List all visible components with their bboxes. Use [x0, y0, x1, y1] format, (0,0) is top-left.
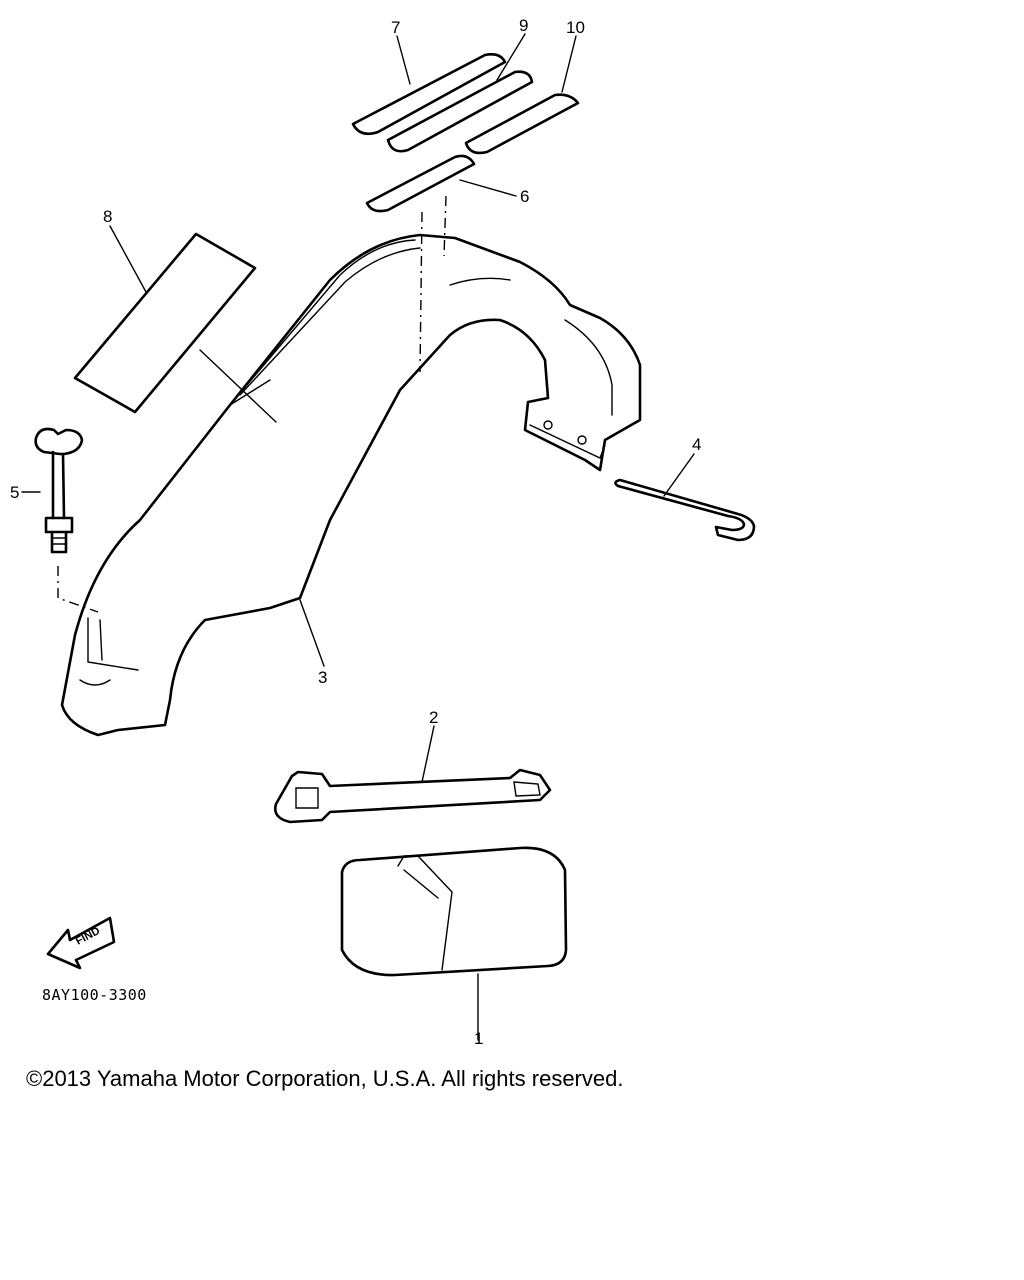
wing-bolt-part-5[interactable]	[34, 427, 84, 554]
callout-7: 7	[391, 18, 400, 37]
decal-part-9[interactable]	[386, 70, 534, 153]
find-badge-text: FIND	[74, 925, 102, 948]
strap-part-2[interactable]	[274, 768, 552, 824]
decal-part-6[interactable]	[365, 154, 476, 213]
callout-6: 6	[520, 187, 529, 206]
callout-5: 5	[10, 483, 19, 502]
callout-4: 4	[692, 435, 701, 454]
drawing-code: 8AY100-3300	[42, 986, 147, 1004]
decal-part-7[interactable]	[351, 53, 507, 136]
callout-9: 9	[519, 16, 528, 35]
find-arrow-icon: FIND	[46, 916, 116, 970]
rod-part-4[interactable]	[614, 478, 756, 542]
decal-part-10[interactable]	[464, 93, 580, 155]
callout-8: 8	[103, 207, 112, 226]
box-part-1[interactable]	[340, 846, 568, 977]
decal-part-8[interactable]	[73, 232, 257, 414]
callout-10: 10	[566, 18, 585, 37]
rear-fender-part-3[interactable]	[60, 233, 642, 737]
copyright-notice: ©2013 Yamaha Motor Corporation, U.S.A. A…	[26, 1066, 624, 1091]
callout-2: 2	[429, 708, 438, 727]
callout-1: 1	[474, 1029, 483, 1048]
callout-3: 3	[318, 668, 327, 687]
